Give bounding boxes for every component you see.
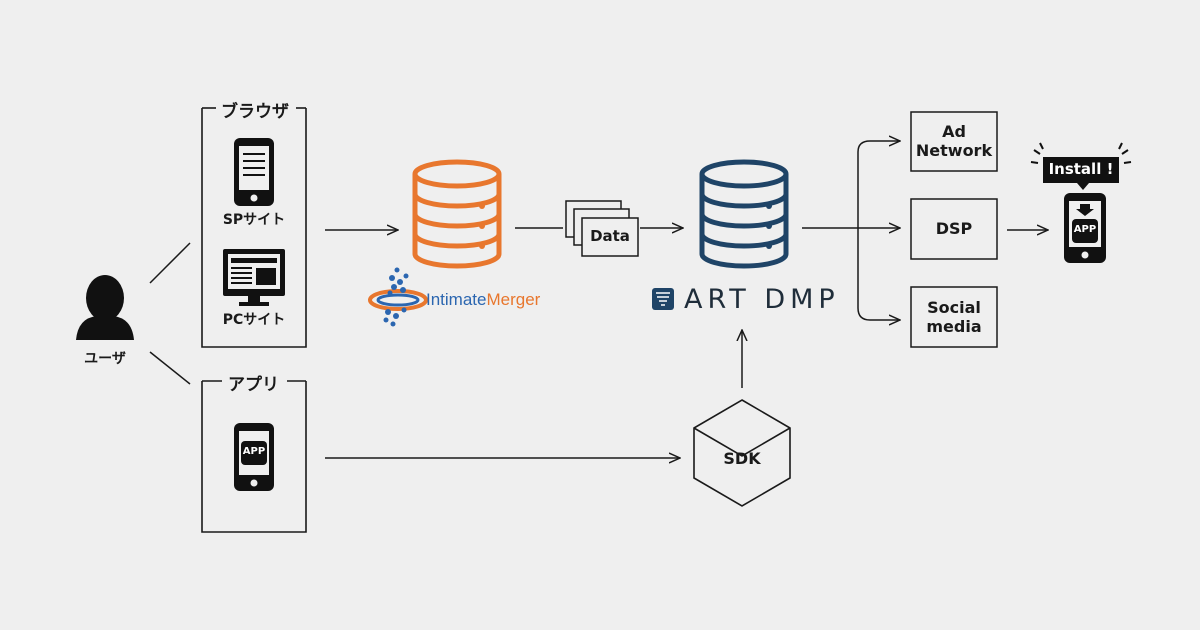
user-label: ユーザ [84, 351, 126, 367]
intimate-merger-logo-text: IntimateMerger [426, 290, 540, 310]
social-media-box [910, 286, 998, 348]
smartphone-icon [234, 138, 274, 206]
ad-network-line1: Ad [942, 122, 966, 141]
output-branch-vertical [857, 140, 871, 321]
smartphone-app-icon [234, 423, 274, 491]
dsp-box [910, 198, 998, 260]
database-orange-icon [412, 159, 502, 269]
intimate-merger-logo-text-a: Intimate [426, 290, 487, 309]
data-label: Data [590, 227, 630, 245]
install-label: Install ! [1048, 160, 1114, 178]
app-group-label: アプリ [226, 370, 281, 395]
install-phone-icon [1064, 193, 1106, 263]
intimate-merger-logo-icon [368, 267, 428, 327]
install-badge [1030, 142, 1132, 190]
data-documents-icon [565, 200, 639, 257]
monitor-icon [223, 249, 285, 306]
browser-group-box [201, 107, 307, 348]
pc-site-label: PCサイト [222, 312, 286, 328]
social-line2: media [926, 317, 982, 336]
social-line1: Social [927, 298, 981, 317]
art-dmp-logo-icon [652, 288, 674, 310]
art-dmp-logo-text: ART DMP [684, 284, 840, 315]
user-to-browser-line [149, 242, 191, 284]
person-icon [76, 275, 134, 340]
ad-network-line2: Network [915, 141, 993, 160]
social-media-label: Social media [911, 298, 997, 336]
ad-network-box [910, 111, 998, 172]
user-to-app-line [149, 351, 191, 385]
sp-site-label: SPサイト [222, 212, 286, 228]
ad-network-label: Ad Network [911, 122, 997, 160]
sdk-label: SDK [723, 449, 761, 468]
dsp-label: DSP [935, 219, 973, 238]
install-app-text: APP [1073, 224, 1097, 235]
browser-group-label: ブラウザ [219, 97, 291, 122]
intimate-merger-logo-text-b: Merger [486, 290, 541, 309]
database-navy-icon [699, 159, 789, 269]
app-icon-text: APP [242, 446, 266, 457]
app-group-box [201, 380, 307, 533]
sdk-cube-icon [693, 399, 791, 507]
